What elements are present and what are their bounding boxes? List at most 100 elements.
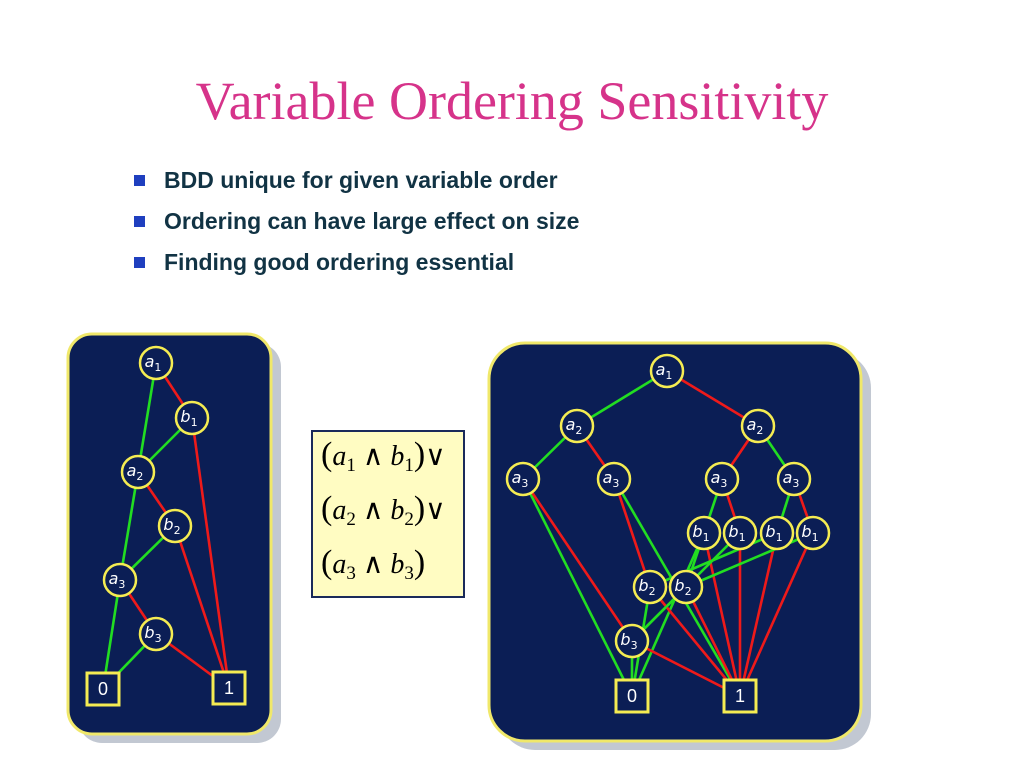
node-circle	[759, 515, 795, 551]
and-symbol: ∧	[362, 549, 384, 580]
bdd-node-b1: b1	[174, 400, 210, 436]
bdd-node-b1: b1	[686, 515, 722, 551]
or-symbol: ∨	[425, 495, 446, 526]
bdd-node-a3: a3	[776, 461, 812, 497]
node-circle	[174, 400, 210, 436]
bullet-text: Ordering can have large effect on size	[164, 208, 580, 234]
formula-var: a	[332, 441, 347, 472]
edge-low-b2-t1	[173, 525, 231, 689]
node-circle	[102, 562, 138, 598]
or-symbol: ∨	[425, 441, 446, 472]
bdd-node-b1: b1	[795, 515, 831, 551]
bdd-node-b3: b3	[614, 623, 650, 659]
edge-low-b3-t1	[631, 639, 741, 698]
terminal-node-0: 0	[85, 671, 121, 707]
formula-line: (a1 ∧ b1)∨	[321, 436, 446, 476]
formula-sub: 3	[404, 563, 414, 584]
bdd-node-b2: b2	[668, 569, 704, 605]
terminal-label: 1	[735, 686, 745, 706]
terminal-node-0: 0	[614, 678, 650, 714]
edge-high-b1C-b2A	[649, 531, 778, 589]
edge-high-a3A-t0	[521, 478, 634, 697]
bdd-node-b2: b2	[157, 508, 193, 544]
edge-low-b1D-t1	[738, 532, 815, 697]
edge-low-b1-t1	[190, 417, 231, 689]
formula-sub: 2	[404, 509, 414, 530]
bullet-square-icon	[134, 257, 145, 268]
edge-low-b2B-t1	[684, 586, 742, 697]
formula-sub: 3	[346, 563, 356, 584]
terminal-label: 0	[627, 686, 637, 706]
bdd-node-a2: a2	[559, 408, 595, 444]
bdd-node-a2: a2	[120, 454, 156, 490]
node-circle	[559, 408, 595, 444]
bullet-square-icon	[134, 175, 145, 186]
bdd-node-a3: a3	[102, 562, 138, 598]
terminal-box	[85, 671, 121, 707]
node-circle	[157, 508, 193, 544]
and-symbol: ∧	[362, 495, 384, 526]
formula-var: b	[390, 441, 405, 472]
edge-high-a2-a3	[118, 471, 140, 581]
bullet-item: BDD unique for given variable order	[133, 165, 579, 206]
edge-low-a3A-b3	[521, 478, 634, 642]
boolean-formula-box: (a1 ∧ b1)∨ (a2 ∧ b2)∨ (a3 ∧ b3)	[311, 430, 465, 598]
slide-title: Variable Ordering Sensitivity	[195, 71, 829, 131]
terminal-label: 0	[98, 679, 108, 699]
bdd-node-a3: a3	[505, 461, 541, 497]
formula-var: b	[390, 549, 405, 580]
edge-high-a1-a2L	[576, 369, 668, 428]
formula-var: a	[332, 495, 347, 526]
node-circle	[614, 623, 650, 659]
terminal-node-1: 1	[211, 670, 247, 706]
bullet-text: Finding good ordering essential	[164, 249, 515, 275]
and-symbol: ∧	[362, 441, 384, 472]
node-circle	[704, 461, 740, 497]
edge-low-a1-a2R	[666, 369, 759, 428]
bdd-node-a2: a2	[740, 408, 776, 444]
bdd-node-a1: a1	[649, 353, 685, 389]
edge-low-b1C-t1	[738, 532, 779, 697]
node-circle	[505, 461, 541, 497]
bullet-list: BDD unique for given variable order Orde…	[133, 165, 579, 288]
node-circle	[740, 408, 776, 444]
terminal-box	[211, 670, 247, 706]
formula-line: (a3 ∧ b3)	[321, 544, 426, 584]
terminal-node-1: 1	[722, 678, 758, 714]
bdd-node-a3: a3	[704, 461, 740, 497]
bdd-node-b1: b1	[759, 515, 795, 551]
node-circle	[596, 461, 632, 497]
edge-low-b2A-t1	[648, 586, 742, 697]
formula-sub: 1	[404, 455, 414, 476]
node-circle	[138, 616, 174, 652]
node-circle	[632, 569, 668, 605]
node-circle	[795, 515, 831, 551]
bdd-node-b1: b1	[722, 515, 758, 551]
bullet-item: Ordering can have large effect on size	[133, 206, 579, 247]
bdd-node-a1: a1	[138, 345, 174, 381]
node-circle	[120, 454, 156, 490]
formula-sub: 2	[346, 509, 356, 530]
edge-low-a3B-b2A	[612, 478, 652, 588]
node-circle	[668, 569, 704, 605]
formula-var: a	[332, 549, 347, 580]
edge-high-a1-a2	[136, 362, 158, 473]
bdd-node-b3: b3	[138, 616, 174, 652]
edge-high-b1A-t0	[630, 532, 706, 697]
terminal-box	[722, 678, 758, 714]
formula-sub: 1	[346, 455, 356, 476]
bdd-node-b2: b2	[632, 569, 668, 605]
bullet-item: Finding good ordering essential	[133, 247, 579, 288]
terminal-label: 1	[224, 678, 234, 698]
node-circle	[138, 345, 174, 381]
edge-high-b1D-b2B	[685, 531, 814, 589]
node-circle	[649, 353, 685, 389]
terminal-box	[614, 678, 650, 714]
bdd-node-a3: a3	[596, 461, 632, 497]
bullet-square-icon	[134, 216, 145, 227]
